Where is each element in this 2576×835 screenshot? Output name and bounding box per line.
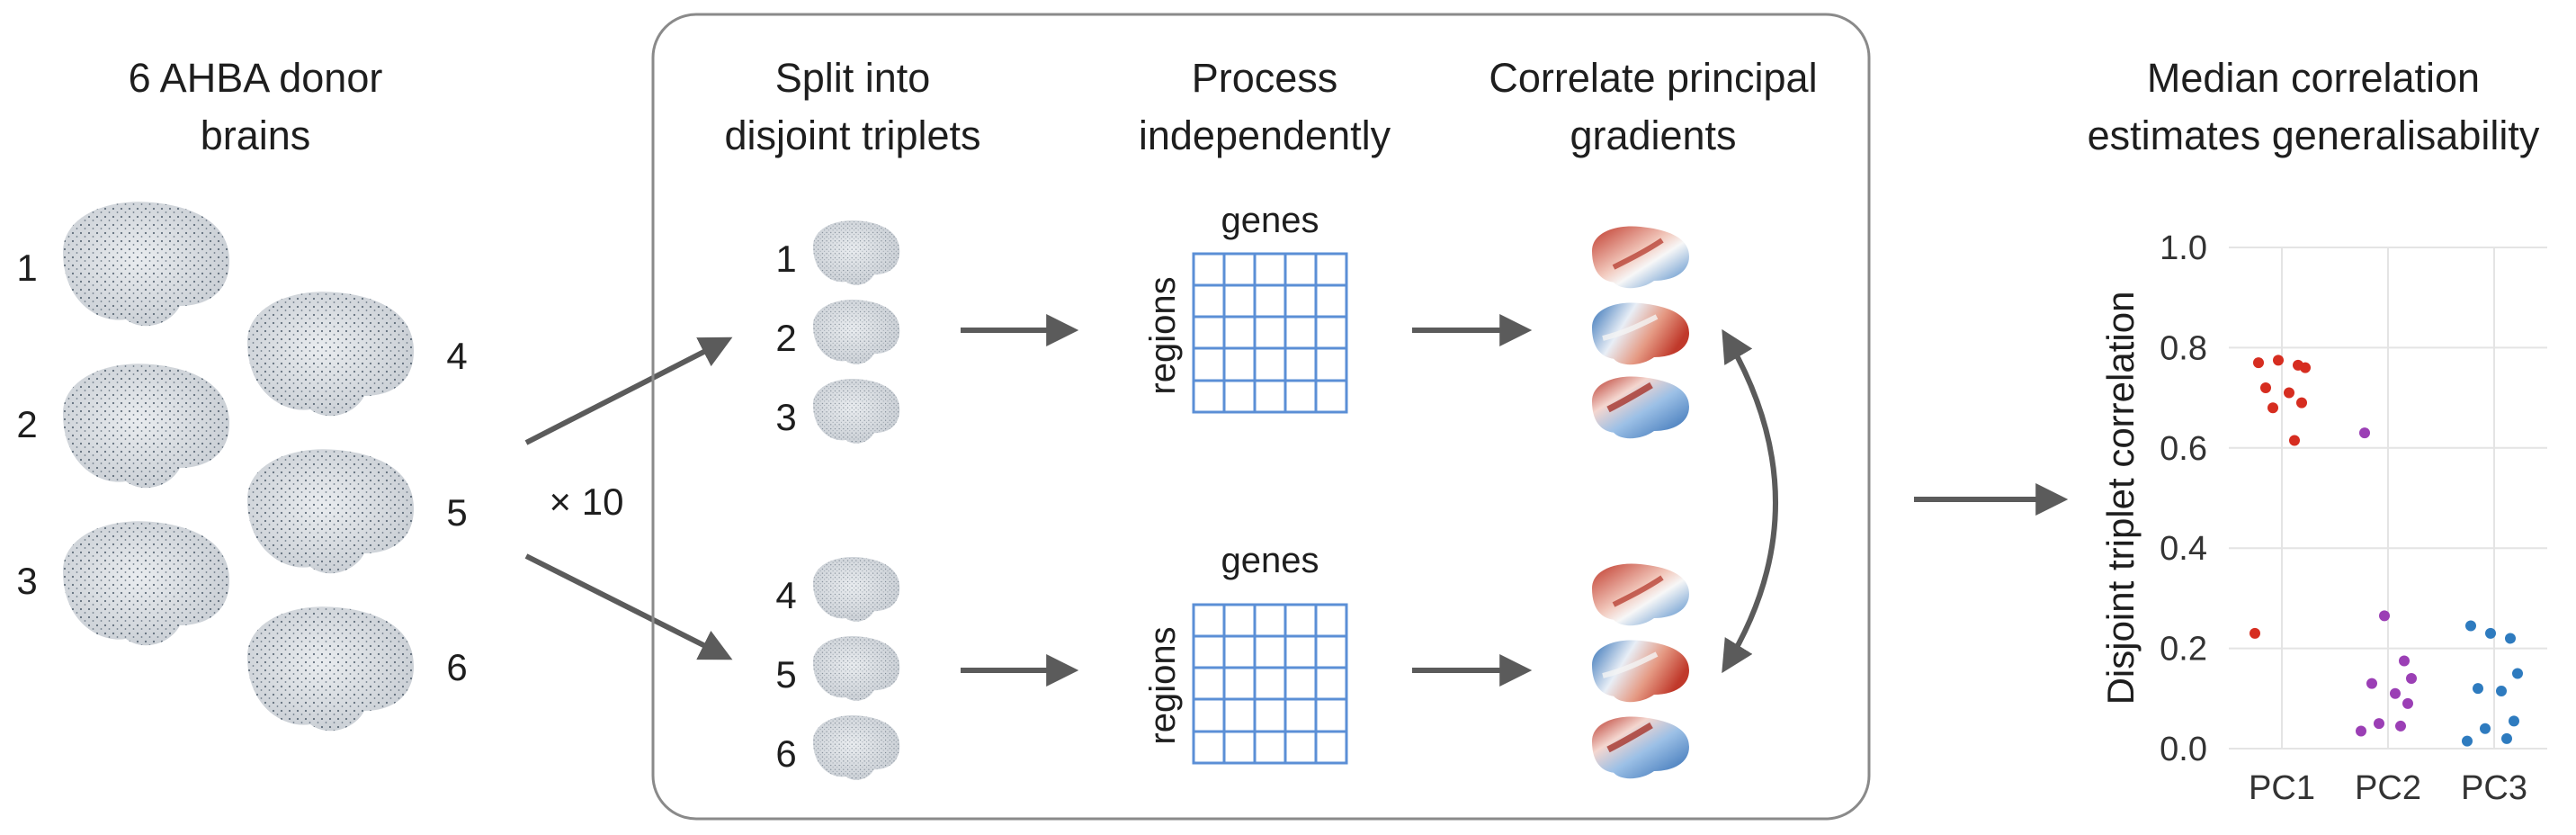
y-tick-label: 1.0 xyxy=(2160,229,2207,267)
donor-label-6: 6 xyxy=(446,646,467,688)
donors-heading-line2: brains xyxy=(201,112,311,158)
data-point-pc2 xyxy=(2399,655,2410,667)
donor-label-5: 5 xyxy=(446,491,467,534)
median-heading-line2: estimates generalisability xyxy=(2088,112,2540,158)
data-point-pc3 xyxy=(2505,633,2516,644)
small-brain-1 xyxy=(813,220,900,285)
donor-label-4: 4 xyxy=(446,335,467,377)
brain-6 xyxy=(247,606,414,732)
data-point-pc1 xyxy=(2284,387,2294,399)
split-heading-line1: Split into xyxy=(775,55,931,101)
data-point-pc3 xyxy=(2480,723,2491,734)
data-point-pc2 xyxy=(2390,687,2401,699)
matrix-bottom-genes-label: genes xyxy=(1221,541,1319,580)
y-tick-label: 0.4 xyxy=(2160,530,2207,568)
donors-heading-line1: 6 AHBA donor xyxy=(129,55,383,101)
split-heading-line2: disjoint triplets xyxy=(724,112,980,158)
y-tick-label: 0.6 xyxy=(2160,430,2207,468)
data-point-pc2 xyxy=(2356,725,2366,737)
small-brain-4 xyxy=(813,557,900,622)
correlation-double-arrow xyxy=(1722,328,1778,674)
data-point-pc2 xyxy=(2366,678,2377,689)
data-point-pc3 xyxy=(2462,735,2473,747)
donor-label-3: 3 xyxy=(16,560,37,602)
donor-brains xyxy=(63,202,414,732)
data-point-pc1 xyxy=(2273,355,2284,366)
data-point-pc2 xyxy=(2359,427,2370,439)
matrix-bottom xyxy=(1192,603,1348,765)
triplet-label-5: 5 xyxy=(775,653,796,696)
data-point-pc3 xyxy=(2501,732,2512,744)
triplet-label-6: 6 xyxy=(775,732,796,775)
gradient-map-pc1-top xyxy=(1592,226,1689,289)
matrix-top-regions-label: regions xyxy=(1143,276,1183,394)
data-point-pc2 xyxy=(2402,697,2413,709)
data-point-pc1 xyxy=(2289,435,2300,446)
data-point-pc1 xyxy=(2300,362,2311,373)
small-brain-3 xyxy=(813,379,900,444)
pipeline-box xyxy=(651,13,1871,821)
data-point-pc3 xyxy=(2485,627,2496,639)
split-arrow-down xyxy=(524,553,733,660)
y-tick-label: 0.8 xyxy=(2160,329,2207,367)
brain-4 xyxy=(247,292,414,417)
data-point-pc1 xyxy=(2253,357,2264,369)
gradient-map-pc1-bottom xyxy=(1592,563,1689,626)
gradient-map-pc3-top xyxy=(1592,376,1689,439)
median-heading-line1: Median correlation xyxy=(2147,55,2480,101)
brain-1 xyxy=(63,202,229,327)
x-tick-label: PC1 xyxy=(2249,769,2315,807)
triplet-label-1: 1 xyxy=(775,238,796,280)
data-point-pc1 xyxy=(2260,382,2271,393)
triplet-label-3: 3 xyxy=(775,396,796,438)
data-point-pc3 xyxy=(2512,668,2523,679)
y-tick-label: 0.2 xyxy=(2160,631,2207,669)
gradient-brains-top xyxy=(1592,226,1689,439)
triplet-brains xyxy=(813,220,900,780)
small-brain-2 xyxy=(813,300,900,364)
gradient-brains-bottom xyxy=(1592,563,1689,779)
donor-label-1: 1 xyxy=(16,247,37,289)
matrix-bottom-regions-label: regions xyxy=(1143,626,1183,744)
data-point-pc2 xyxy=(2395,720,2406,732)
process-heading-line2: independently xyxy=(1139,112,1391,158)
correlate-heading-line2: gradients xyxy=(1570,112,1736,158)
brain-5 xyxy=(247,449,414,574)
correlate-heading-line1: Correlate principal xyxy=(1489,55,1817,101)
x-tick-label: PC2 xyxy=(2355,769,2421,807)
small-brain-5 xyxy=(813,636,900,701)
data-point-pc3 xyxy=(2465,620,2476,632)
triplet-label-2: 2 xyxy=(775,317,796,359)
gradient-map-pc3-bottom xyxy=(1592,716,1689,779)
y-axis-label: Disjoint triplet correlation xyxy=(2099,292,2142,705)
split-arrow-up xyxy=(524,337,733,445)
process-heading-line1: Process xyxy=(1192,55,1338,101)
brain-3 xyxy=(63,521,229,646)
data-point-pc1 xyxy=(2250,627,2260,639)
gradient-map-pc2-top xyxy=(1592,302,1689,365)
triplet-label-4: 4 xyxy=(775,574,796,616)
data-point-pc2 xyxy=(2374,718,2384,730)
small-brain-6 xyxy=(813,715,900,780)
data-point-pc1 xyxy=(2267,402,2278,414)
matrix-top xyxy=(1192,252,1348,414)
gradient-map-pc2-bottom xyxy=(1592,640,1689,703)
repeat-label: × 10 xyxy=(550,480,624,523)
brain-2 xyxy=(63,364,229,489)
data-point-pc2 xyxy=(2379,610,2390,622)
x-tick-label: PC3 xyxy=(2461,769,2527,807)
data-point-pc3 xyxy=(2473,683,2483,695)
data-point-pc2 xyxy=(2406,673,2417,685)
data-point-pc3 xyxy=(2509,715,2519,727)
data-point-pc3 xyxy=(2496,685,2507,696)
matrix-top-genes-label: genes xyxy=(1221,201,1319,240)
data-point-pc1 xyxy=(2296,397,2307,409)
y-tick-label: 0.0 xyxy=(2160,731,2207,768)
donor-label-2: 2 xyxy=(16,403,37,445)
